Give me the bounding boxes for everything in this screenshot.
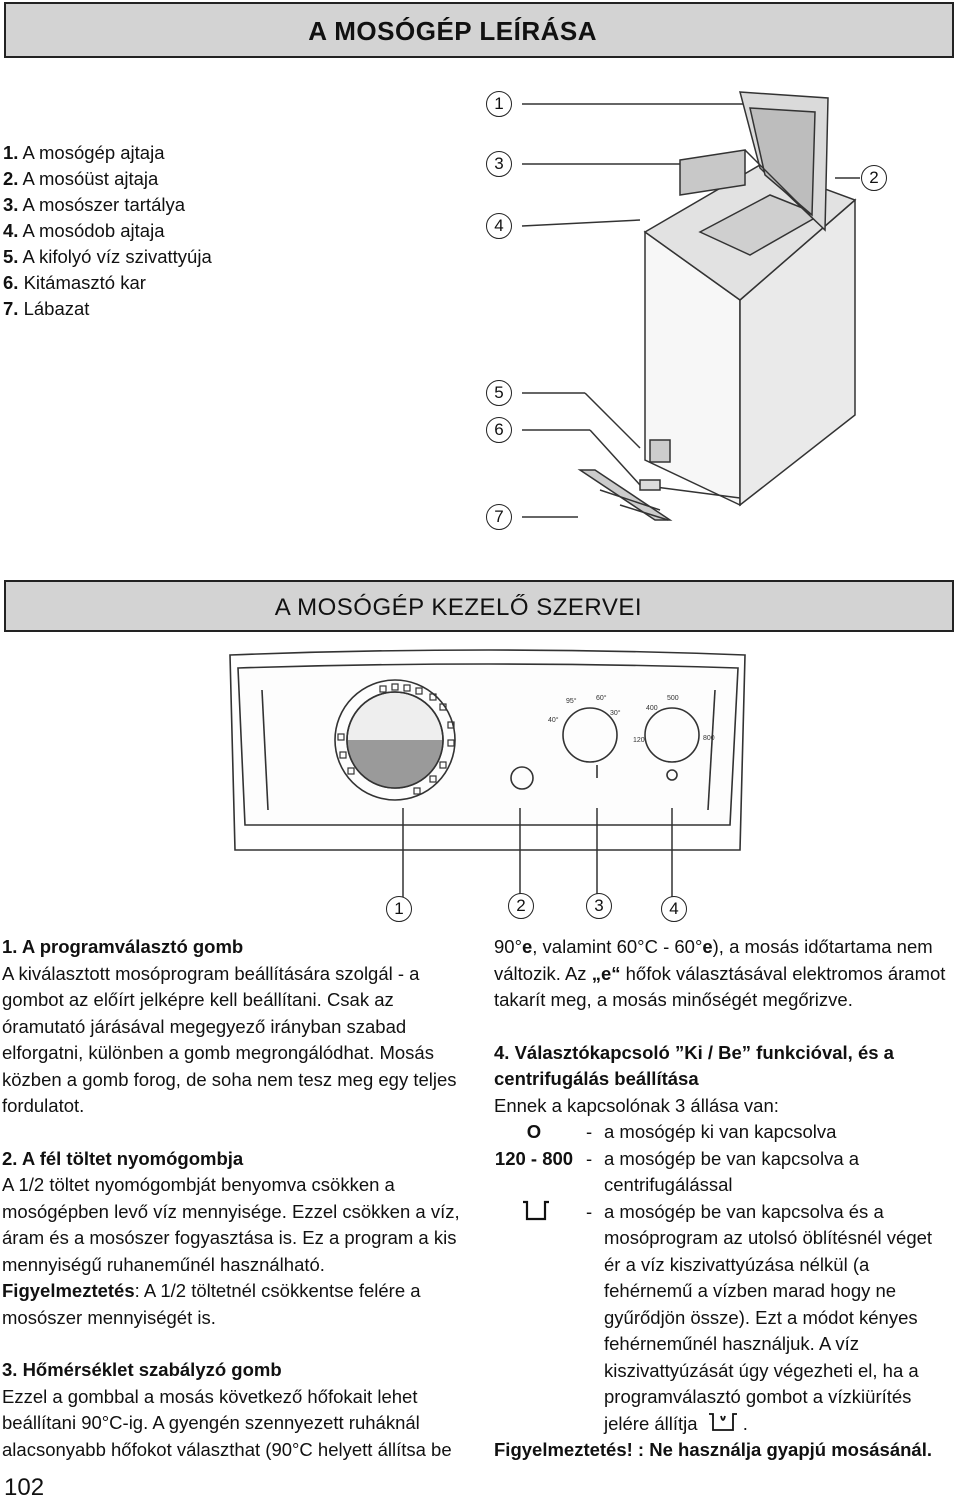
panel-callout-3: 3 bbox=[586, 893, 612, 919]
section-heading: 4. Választókapcsoló ”Ki / Be” funkcióval… bbox=[494, 1041, 894, 1090]
option-row: - a mosógép be van kapcsolva és a bbox=[494, 1199, 956, 1226]
panel-callout-2: 2 bbox=[508, 893, 534, 919]
list-item: 4. A mosódob ajtaja bbox=[3, 220, 165, 241]
callout-2: 2 bbox=[861, 165, 887, 191]
temp-label: 30° bbox=[610, 709, 621, 717]
page-number: 102 bbox=[4, 1474, 45, 1501]
callout-3: 3 bbox=[486, 151, 512, 177]
list-item: 5. A kifolyó víz szivattyúja bbox=[3, 246, 212, 267]
list-item: 6. Kitámasztó kar bbox=[3, 272, 146, 293]
no-drain-icon bbox=[516, 1199, 556, 1231]
right-column: 90°e, valamint 60°C - 60°e), a mosás idő… bbox=[494, 934, 956, 1464]
left-column: 1. A programválasztó gomb A kiválasztott… bbox=[2, 934, 470, 1463]
parts-list: 1. A mosógép ajtaja 2. A mosóüst ajtaja … bbox=[3, 140, 212, 322]
callout-7: 7 bbox=[486, 504, 512, 530]
temp-label: 40° bbox=[548, 716, 559, 724]
paragraph: Ezzel a gombbal a mosás következő hőfoka… bbox=[2, 1385, 452, 1460]
temp-label: 60° bbox=[596, 694, 607, 702]
page-title: A MOSÓGÉP LEÍRÁSA bbox=[308, 16, 597, 46]
spin-label: 500 bbox=[667, 695, 679, 702]
list-item: 3. A mosószer tartálya bbox=[3, 194, 186, 215]
list-item: 1. A mosógép ajtaja bbox=[3, 142, 165, 163]
list-item: 7. Lábazat bbox=[3, 298, 90, 319]
section-heading: 2. A fél töltet nyomógombja bbox=[2, 1147, 244, 1169]
callout-4: 4 bbox=[486, 213, 512, 239]
panel-callout-4: 4 bbox=[661, 896, 687, 922]
option-row: 120 - 800 - a mosógép be van kapcsolva a bbox=[494, 1147, 860, 1169]
option-row: O - a mosógép ki van kapcsolva bbox=[526, 1121, 837, 1142]
callout-6: 6 bbox=[486, 417, 512, 443]
paragraph: A kiválasztott mosóprogram beállítására … bbox=[2, 962, 457, 1117]
drain-symbol-icon bbox=[708, 1412, 737, 1431]
section-banner: A MOSÓGÉP KEZELŐ SZERVEI bbox=[4, 580, 954, 632]
section-heading: 3. Hőmérséklet szabályzó gomb bbox=[2, 1359, 282, 1380]
panel-callout-1: 1 bbox=[386, 896, 412, 922]
section-heading: 1. A programválasztó gomb bbox=[2, 936, 244, 957]
spin-label: 800 bbox=[703, 735, 715, 742]
warning-line: Figyelmeztetés! : Ne használja gyapjú mo… bbox=[494, 1439, 932, 1460]
paragraph: 90°e, valamint 60°C - 60°e), a mosás idő… bbox=[494, 936, 946, 1010]
callout-5: 5 bbox=[486, 380, 512, 406]
list-item: 2. A mosóüst ajtaja bbox=[3, 168, 159, 189]
spin-label: 120 bbox=[633, 737, 645, 744]
warning-paragraph: Figyelmeztetés: A 1/2 töltetnél csökkent… bbox=[2, 1280, 421, 1328]
spin-label: 400 bbox=[646, 705, 658, 712]
paragraph: Ennek a kapcsolónak 3 állása van: bbox=[494, 1094, 779, 1116]
callout-1: 1 bbox=[486, 91, 512, 117]
header-banner: A MOSÓGÉP LEÍRÁSA bbox=[4, 2, 954, 58]
control-panel-illustration: 95° 60° 40° 30° 400 500 120 800 bbox=[229, 649, 746, 898]
paragraph: A 1/2 töltet nyomógombját benyomva csökk… bbox=[2, 1174, 460, 1275]
section-title: A MOSÓGÉP KEZELŐ SZERVEI bbox=[274, 594, 642, 621]
washing-machine-illustration bbox=[521, 91, 860, 521]
temp-label: 95° bbox=[566, 697, 577, 705]
